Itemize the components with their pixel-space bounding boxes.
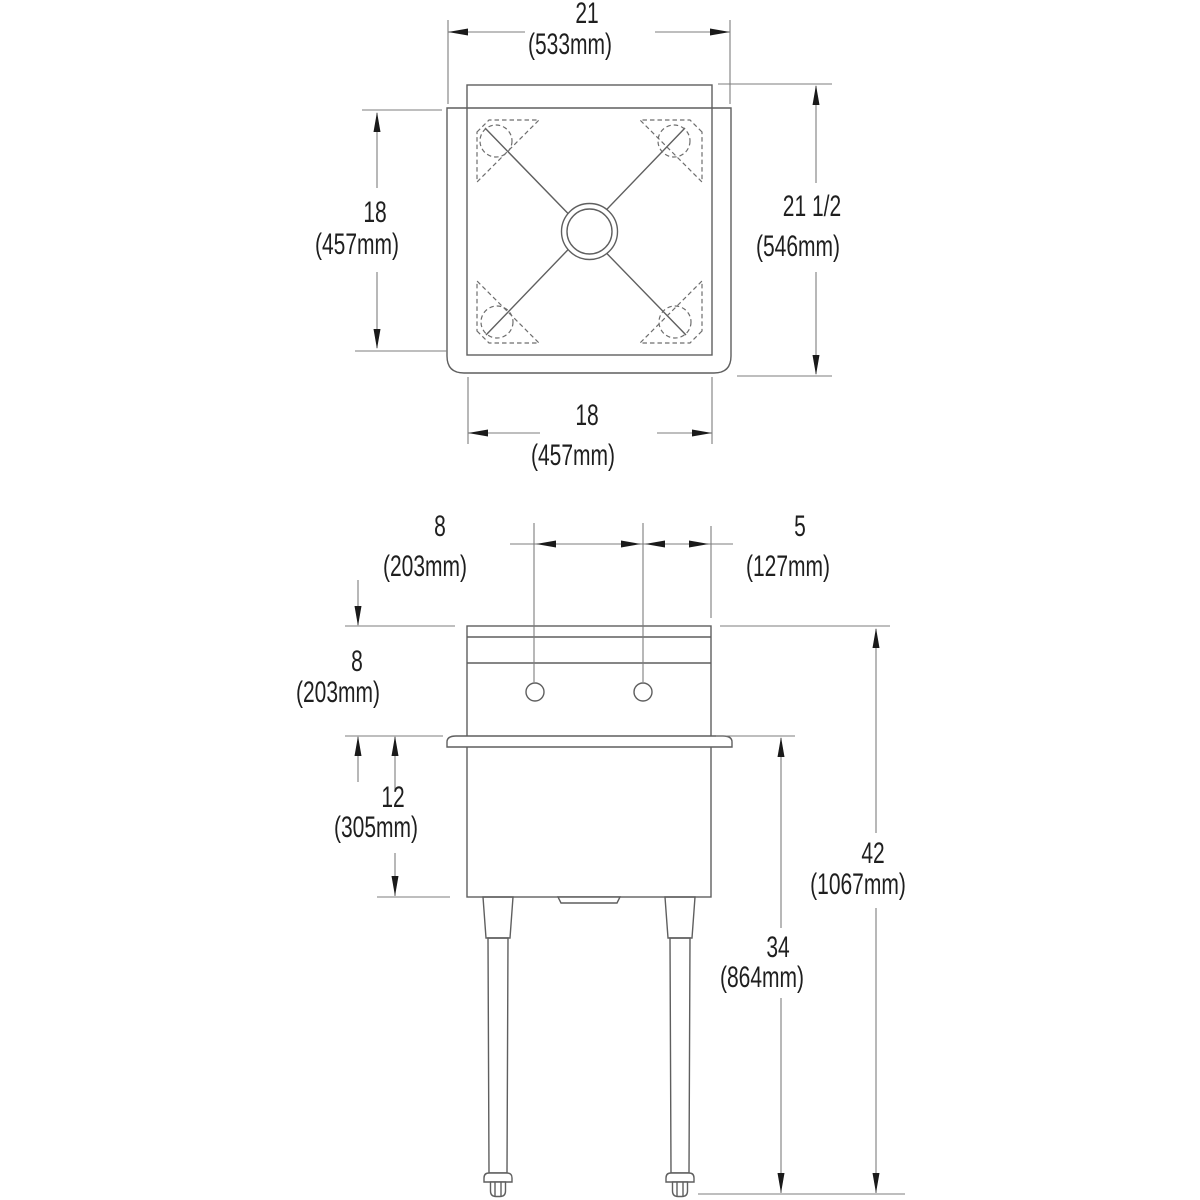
dim-label-plan-overall-width-mm: (533mm) (527, 28, 613, 61)
dim-floor-to-rim (716, 735, 795, 1193)
drain-outer-circle (560, 202, 619, 261)
dim-plan-bowl-front-to-back (355, 109, 447, 352)
dim-label-overall-height-in: 42 (861, 837, 885, 870)
dim-label-plan-bowl-width-in: 18 (575, 399, 599, 432)
dim-faucet-holes (510, 523, 733, 682)
dim-label-deck-to-rim-in: 8 (351, 645, 363, 678)
dim-label-plan-overall-ftb-mm: (546mm) (755, 230, 841, 263)
corner-hole (658, 305, 692, 339)
dim-label-faucet-spacing-mm: (203mm) (382, 550, 468, 583)
right-foot (671, 1181, 689, 1198)
dim-label-overall-height-mm: (1067mm) (810, 868, 906, 901)
right-leg (669, 937, 691, 1174)
plan-bowl-outline (466, 84, 713, 356)
front-body-outline (466, 625, 712, 898)
corner-hole (657, 124, 691, 158)
left-foot (489, 1181, 507, 1198)
dim-overall-height (698, 625, 905, 1195)
left-leg-socket (482, 896, 514, 939)
corner-gusset (638, 279, 703, 344)
dim-plan-bowl-width (467, 377, 713, 444)
left-leg (487, 937, 509, 1174)
plan-view (446, 84, 732, 374)
dim-label-faucet-edge-in: 5 (794, 510, 806, 543)
corner-hole (479, 124, 513, 158)
corner-hole (480, 305, 514, 339)
dim-label-faucet-spacing-in: 8 (434, 510, 446, 543)
dim-label-deck-to-rim-mm: (203mm) (295, 676, 381, 709)
dim-label-plan-overall-ftb-in: 21 1/2 (782, 190, 842, 223)
dim-label-faucet-edge-mm: (127mm) (745, 550, 831, 583)
dim-label-plan-bowl-ftb-mm: (457mm) (314, 228, 400, 261)
right-foot-collar (665, 1172, 695, 1183)
dim-label-bowl-depth-mm: (305mm) (333, 811, 419, 844)
plan-rim-outline (446, 107, 732, 374)
faucet-hole-right (633, 682, 653, 702)
drain-stub (556, 896, 622, 904)
dim-label-bowl-depth-in: 12 (381, 781, 405, 814)
front-rim-flange (446, 735, 733, 748)
dim-deck-to-rim (345, 580, 455, 782)
front-view (446, 625, 733, 1198)
dim-bowl-depth (377, 736, 450, 898)
dim-plan-overall-front-to-back (718, 83, 832, 377)
corner-gusset (476, 119, 541, 184)
faucet-hole-left (525, 682, 545, 702)
dim-label-floor-to-rim-in: 34 (766, 931, 790, 964)
left-foot-collar (483, 1172, 513, 1183)
dim-label-plan-bowl-ftb-in: 18 (363, 196, 387, 229)
drain-inner-circle (566, 208, 613, 255)
dim-label-plan-bowl-width-mm: (457mm) (530, 439, 616, 472)
right-leg-socket (664, 896, 696, 939)
dim-label-plan-overall-width-in: 21 (575, 0, 599, 30)
corner-gusset (476, 279, 541, 344)
dim-plan-overall-width (447, 20, 731, 104)
corner-gusset (638, 119, 703, 184)
dim-label-floor-to-rim-mm: (864mm) (719, 961, 805, 994)
